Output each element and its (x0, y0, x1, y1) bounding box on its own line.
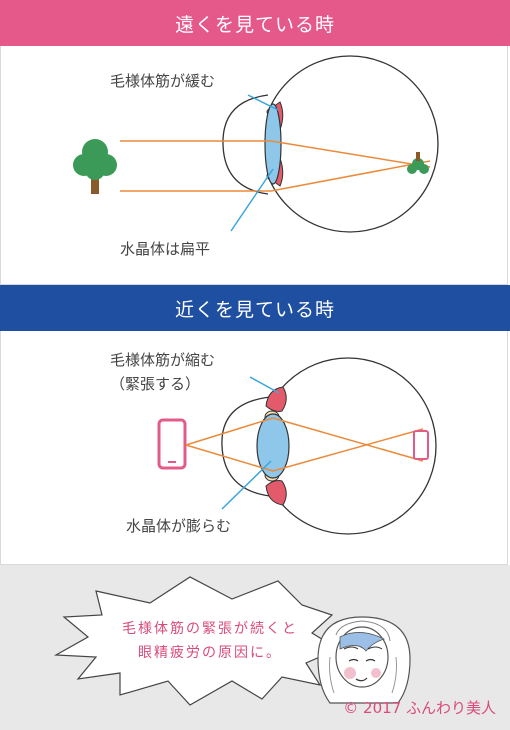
near-panel: 毛様体筋が縮む （緊張する） 水晶体が膨らむ (0, 331, 510, 565)
near-section-title: 近くを見ている時 (0, 285, 510, 331)
retina-smartphone-image-icon (413, 430, 429, 460)
near-muscle-pointer (249, 376, 280, 394)
near-muscle-sublabel: （緊張する） (110, 375, 201, 393)
tree-icon (73, 139, 117, 194)
far-muscle-label: 毛様体筋が緩む (110, 72, 216, 90)
far-eye-diagram (73, 55, 439, 233)
near-lens-label: 水晶体が膨らむ (126, 517, 232, 535)
far-cornea (222, 94, 269, 195)
near-muscle-label: 毛様体筋が縮む (110, 351, 216, 369)
note-illustration (53, 576, 411, 706)
near-refract-top (272, 417, 424, 462)
copyright-text: © 2017 ふんわり美人 (343, 699, 496, 717)
note-line-2: 眼精疲労の原因に。 (138, 645, 282, 661)
far-muscle-pointer (247, 94, 279, 111)
far-refract-top (270, 140, 431, 168)
far-panel: 毛様体筋が緩む 水晶体は扁平 (0, 46, 510, 285)
near-refract-bottom (272, 428, 424, 472)
near-lens-pointer (221, 460, 272, 510)
far-refract-bottom (270, 160, 431, 192)
near-ciliary-muscle-bottom (265, 480, 287, 506)
near-ray-top (185, 417, 274, 446)
note-line-1: 毛様体筋の緊張が続くと (122, 621, 298, 637)
near-ray-bottom (185, 444, 274, 472)
near-cornea (221, 396, 271, 497)
near-lens (256, 413, 290, 479)
note-area: 毛様体筋の緊張が続くと 眼精疲労の原因に。 © 2017 ふんわり美人 (0, 565, 510, 730)
near-eye-diagram (157, 357, 437, 535)
speech-burst (53, 576, 340, 706)
far-lens-pointer (230, 168, 274, 232)
far-lens-label: 水晶体は扁平 (120, 240, 211, 258)
far-section-title: 遠くを見ている時 (0, 0, 510, 46)
far-lens (264, 103, 282, 185)
tired-woman-icon (317, 616, 411, 704)
smartphone-icon (157, 418, 187, 470)
retina-tree-image-icon (407, 152, 429, 174)
